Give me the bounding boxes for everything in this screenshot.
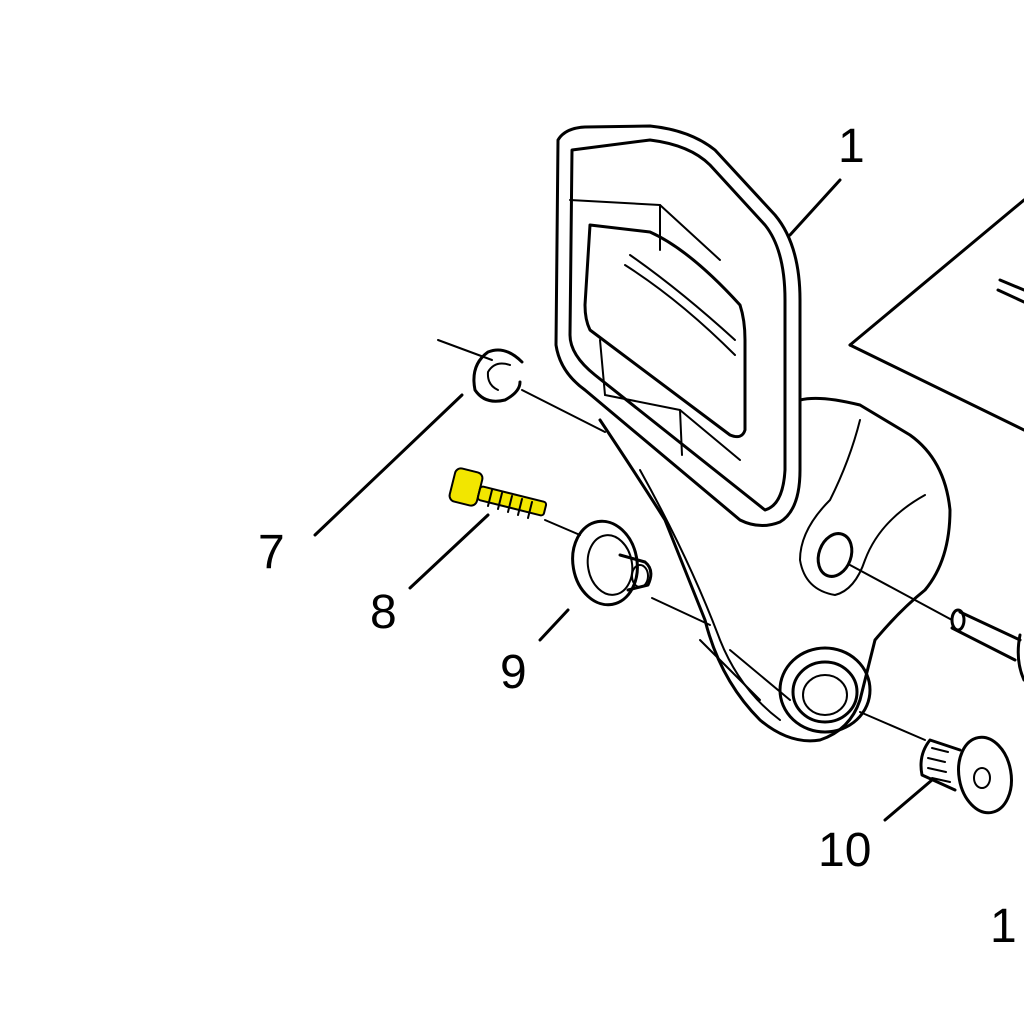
spacer-collar[interactable]: [566, 516, 653, 610]
knurled-bushing[interactable]: [919, 733, 1017, 817]
callout-1: 1: [838, 120, 865, 173]
callout-11-partial: 1: [990, 900, 1017, 953]
callout-7: 7: [258, 526, 285, 579]
screw-highlighted[interactable]: [448, 467, 548, 519]
callout-10: 10: [818, 824, 871, 877]
callout-9: 9: [500, 646, 527, 699]
callout-8: 8: [370, 586, 397, 639]
leader-lines: [313, 178, 934, 822]
inset-box: [848, 198, 1024, 432]
axis-lines: [437, 339, 953, 741]
pin[interactable]: [950, 608, 1024, 682]
clip-washer[interactable]: [472, 348, 524, 403]
handle-bracket[interactable]: [554, 124, 952, 743]
